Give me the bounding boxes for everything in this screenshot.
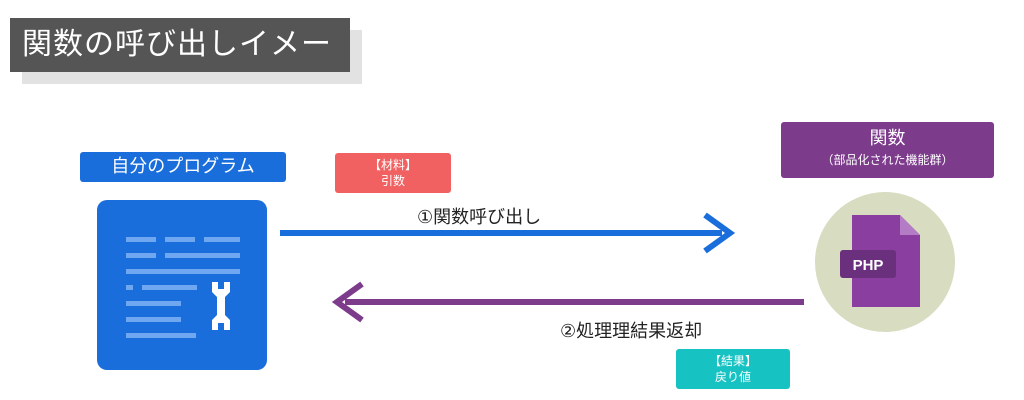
material-label-heading: 【材料】 bbox=[368, 158, 417, 172]
program-code-icon bbox=[97, 200, 267, 370]
result-label: 【結果】 戻り値 bbox=[676, 349, 790, 389]
self-program-label: 自分のプログラム bbox=[80, 152, 286, 182]
call-arrow-label: ①関数呼び出し bbox=[417, 207, 542, 228]
php-file-icon: PHP bbox=[815, 192, 955, 332]
call-arrow bbox=[280, 212, 736, 254]
result-label-heading: 【結果】 bbox=[708, 354, 757, 368]
function-label-subtitle: （部品化された機能群） bbox=[821, 153, 954, 167]
material-label: 【材料】 引数 bbox=[335, 153, 451, 193]
page-title: 関数の呼び出しイメージ bbox=[10, 18, 350, 116]
result-label-text: 戻り値 bbox=[714, 370, 751, 384]
return-arrow bbox=[331, 281, 804, 323]
php-icon-text: PHP bbox=[853, 257, 884, 274]
function-label-title: 関数 bbox=[869, 128, 906, 149]
material-label-text: 引数 bbox=[380, 174, 405, 188]
function-label: 関数 （部品化された機能群） bbox=[781, 122, 994, 178]
return-arrow-label: ②処理理結果返却 bbox=[560, 321, 703, 342]
